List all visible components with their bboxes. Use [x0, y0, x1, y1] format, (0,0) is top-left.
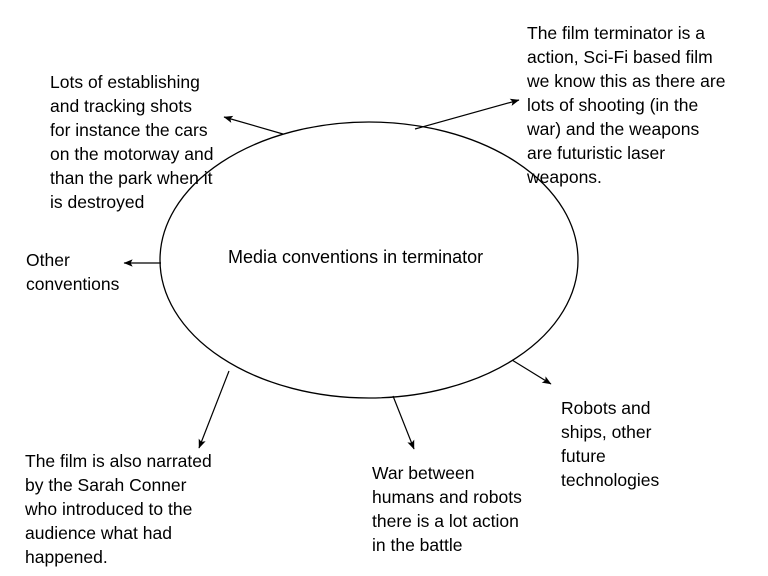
connector-arrow-war: [392, 395, 415, 450]
branch-label-action-sci-fi: The film terminator is a action, Sci-Fi …: [527, 23, 726, 187]
connector-arrow-narration: [198, 370, 230, 449]
branch-label-other-conventions: Other conventions: [26, 250, 120, 294]
connector-arrow-action-sci-fi: [414, 98, 520, 130]
connector-arrow-future-technologies: [511, 359, 552, 385]
branch-label-future-technologies: Robots and ships, other future technolog…: [561, 398, 660, 490]
connector-arrow-establishing-shots: [223, 115, 284, 135]
branch-label-war: War between humans and robots there is a…: [372, 463, 522, 555]
central-topic-label: Media conventions in terminator: [228, 247, 484, 267]
central-ellipse: [159, 121, 579, 399]
branch-label-establishing-shots: Lots of establishing and tracking shots …: [50, 72, 214, 212]
branch-label-narration: The film is also narrated by the Sarah C…: [25, 451, 212, 567]
